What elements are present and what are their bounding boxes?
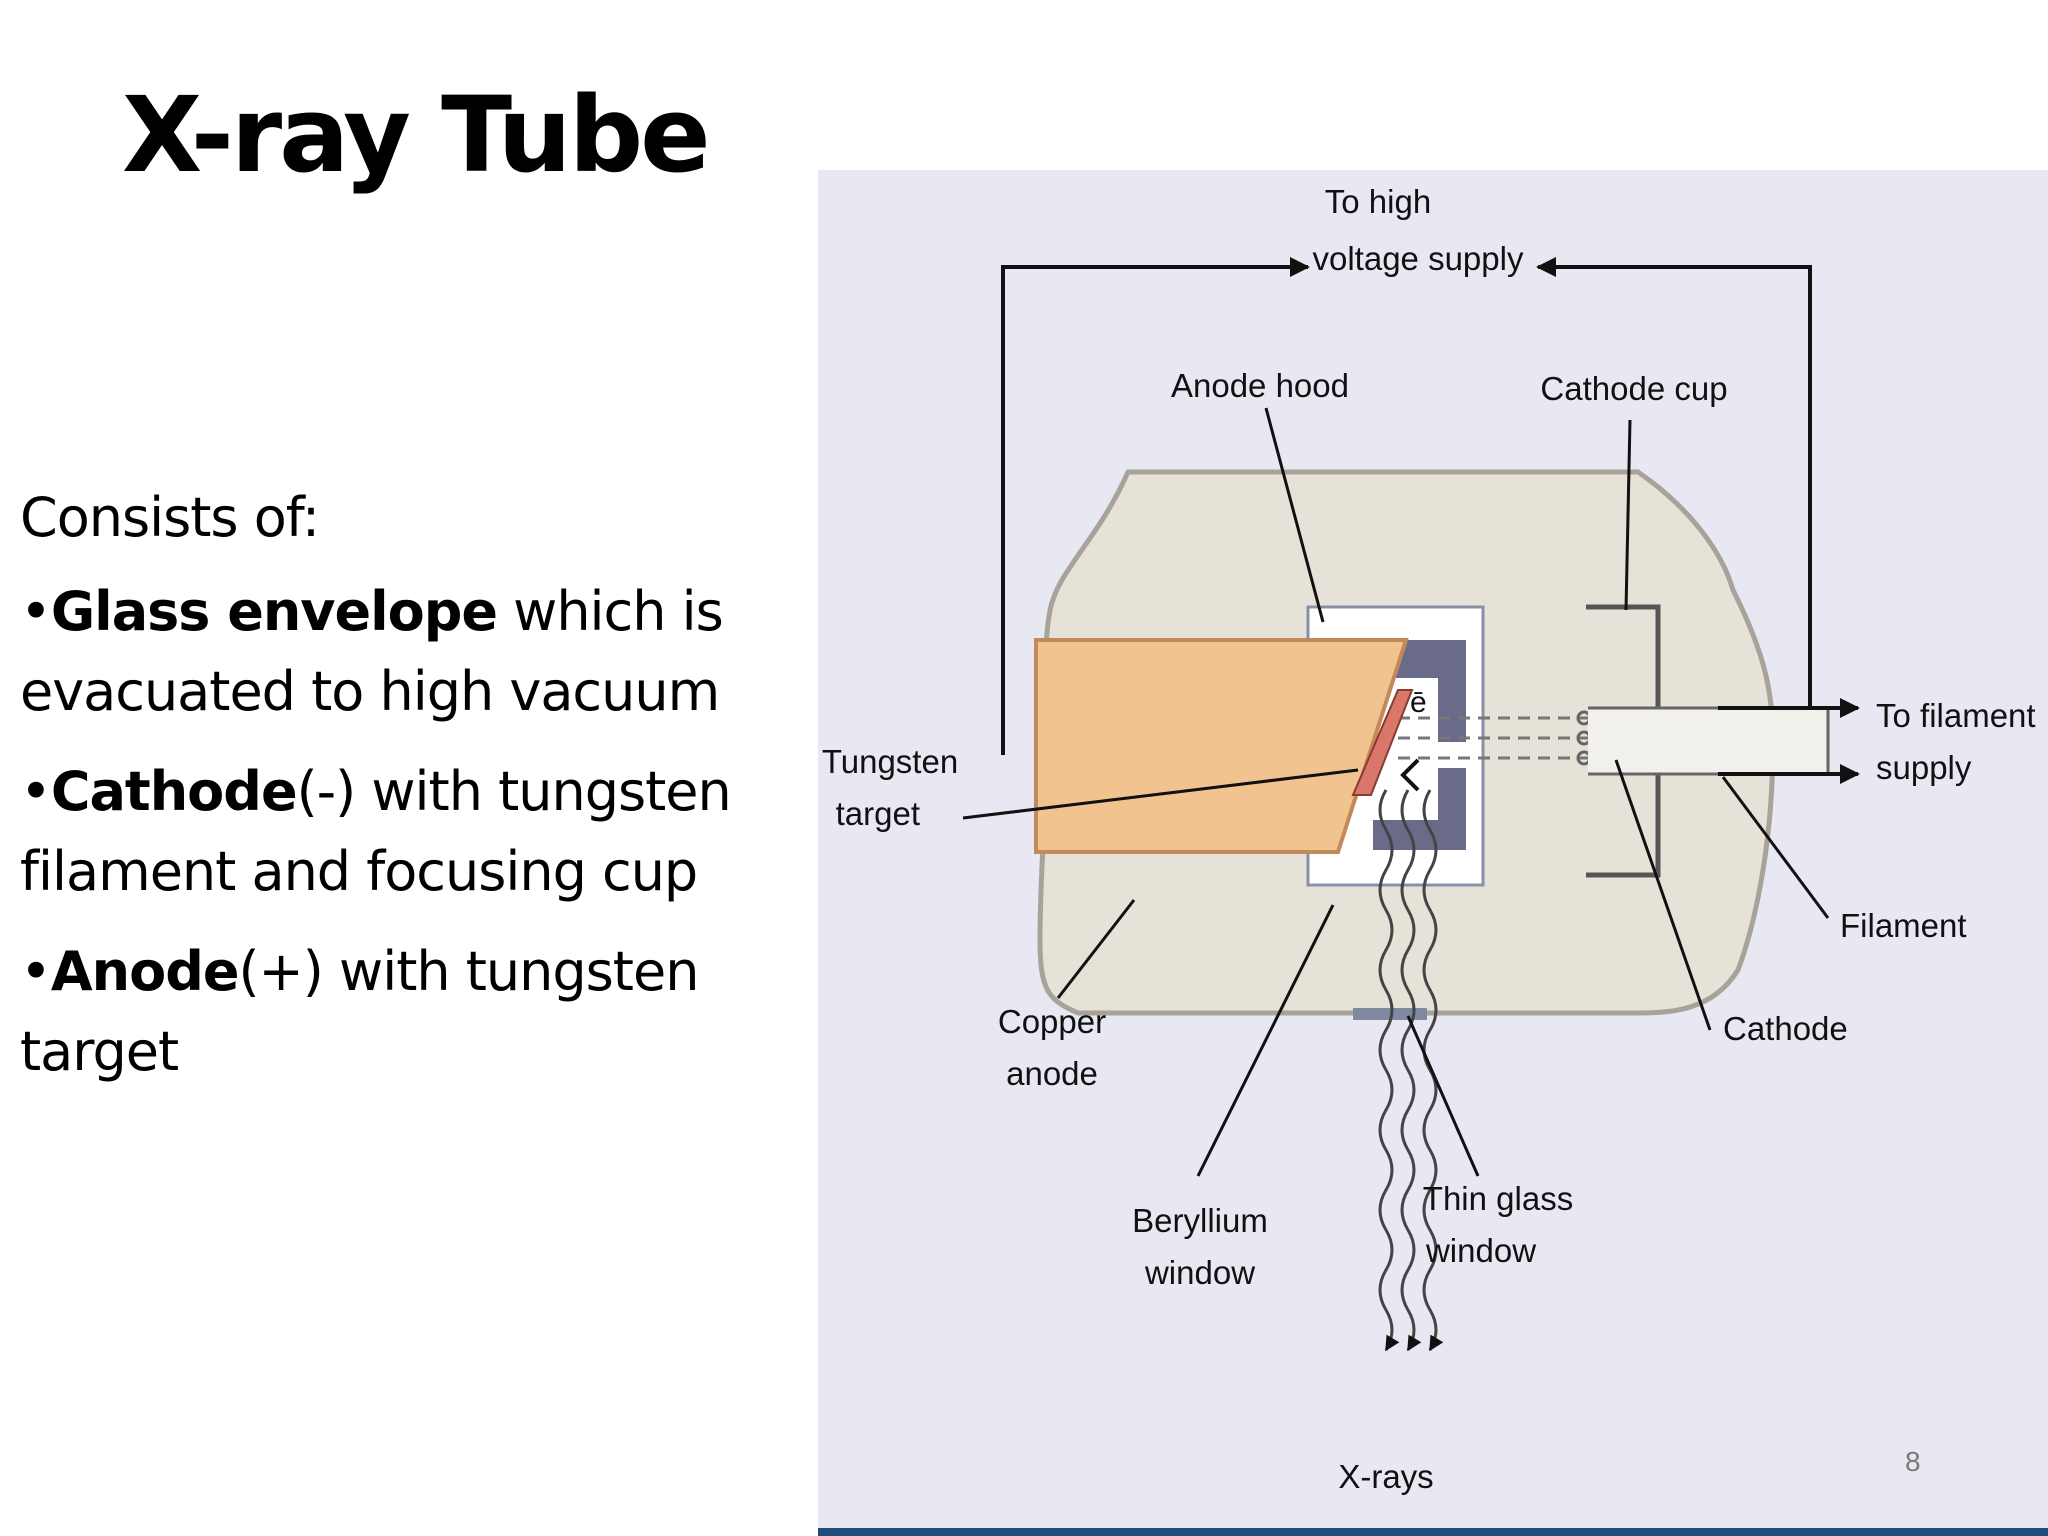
filament-leads xyxy=(1588,706,1830,776)
diagram-labels: To high voltage supply Anode hood Cathod… xyxy=(822,183,2036,1495)
tungsten-target xyxy=(1351,689,1414,796)
label-filament-supply-line1: To filament xyxy=(1876,697,2036,734)
bullet-description: (-) with tungsten filament and focusing … xyxy=(20,760,732,903)
bullet-glass-envelope: •Glass envelope which is evacuated to hi… xyxy=(20,572,810,732)
page-number: 8 xyxy=(1905,1446,1921,1477)
electron-beam xyxy=(1398,716,1588,760)
bullet-term: Cathode xyxy=(50,760,298,823)
label-copper-anode-line2: anode xyxy=(1006,1055,1098,1092)
electron-symbol: ē xyxy=(1410,686,1427,719)
label-cathode: Cathode xyxy=(1723,1010,1848,1047)
label-cathode-cup: Cathode cup xyxy=(1540,370,1727,407)
label-tungsten-target-line1: Tungsten xyxy=(822,743,958,780)
bullet-description: which is evacuated to high vacuum xyxy=(20,580,724,723)
slide-body: Consists of: •Glass envelope which is ev… xyxy=(20,478,810,1112)
label-copper-anode-line1: Copper xyxy=(998,1003,1106,1040)
label-beryllium-window-line2: window xyxy=(1144,1254,1255,1291)
label-x-rays: X-rays xyxy=(1338,1458,1433,1495)
electron-arrow xyxy=(1400,758,1420,792)
slide-title: X-ray Tube xyxy=(122,74,711,196)
label-thin-glass-window-line1: Thin glass xyxy=(1423,1180,1573,1217)
bullet-anode: •Anode(+) with tungsten target xyxy=(20,932,810,1092)
bullet-term: Glass envelope xyxy=(50,580,498,643)
label-tungsten-target-line2: target xyxy=(836,795,920,832)
bullet-term: Anode xyxy=(50,940,240,1003)
bullet-marker: • xyxy=(20,940,52,1003)
filament-supply-arrows xyxy=(1718,698,1860,784)
high-voltage-circuit xyxy=(1001,257,1812,755)
intro-text: Consists of: xyxy=(20,486,320,549)
label-filament-supply-line2: supply xyxy=(1876,749,1972,786)
label-filament: Filament xyxy=(1840,907,1967,944)
diagram-canvas: ē To high voltage supply xyxy=(818,170,2048,1536)
label-thin-glass-window-line2: window xyxy=(1425,1232,1536,1269)
bottom-bar xyxy=(818,1528,2048,1536)
label-anode-hood: Anode hood xyxy=(1171,367,1349,404)
bullet-description: (+) with tungsten target xyxy=(20,940,699,1083)
bullet-marker: • xyxy=(20,760,52,823)
bullet-marker: • xyxy=(20,580,52,643)
label-high-voltage-line2: voltage supply xyxy=(1313,240,1524,277)
label-beryllium-window-line1: Beryllium xyxy=(1132,1202,1268,1239)
leader-lines xyxy=(962,407,1830,1177)
xray-tube-diagram: ē To high voltage supply xyxy=(818,170,2048,1536)
anode-hood-lower xyxy=(1373,768,1466,850)
label-high-voltage-line1: To high xyxy=(1325,183,1431,220)
bullet-cathode: •Cathode(-) with tungsten filament and f… xyxy=(20,752,810,912)
